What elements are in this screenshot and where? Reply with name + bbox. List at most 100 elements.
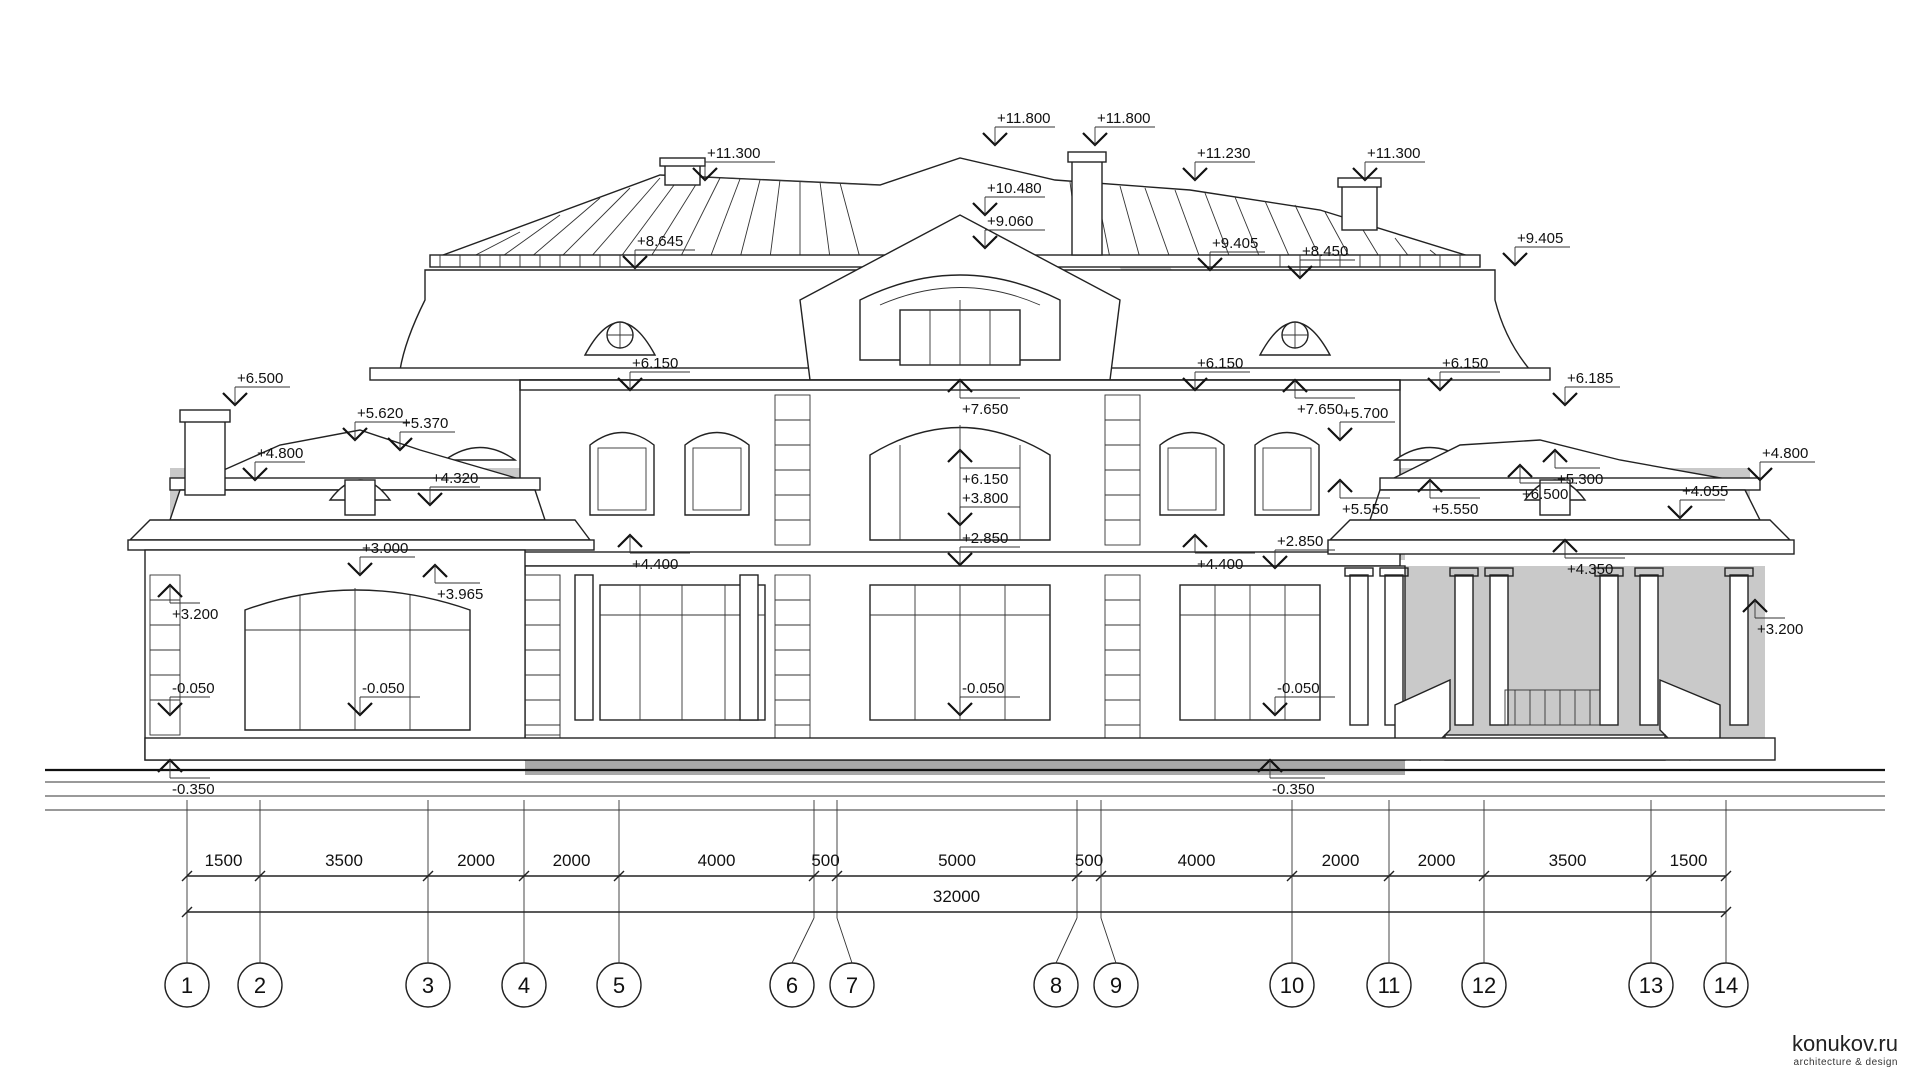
- axis-circle: [237, 962, 283, 1008]
- axis-marker: 2: [237, 962, 283, 1008]
- elevation-mark: +4.055: [1667, 483, 1728, 520]
- axis-circle: [1461, 962, 1507, 1008]
- elevation-mark: +6.185: [1552, 370, 1620, 407]
- dimension-label: 4000: [1178, 851, 1216, 870]
- elevation-mark: +5.620: [342, 405, 410, 442]
- axis-marker: 1: [164, 962, 210, 1008]
- elevation-mark: +6.150: [1182, 355, 1250, 392]
- elevation-label: +6.185: [1567, 370, 1613, 387]
- elevation-label: +9.405: [1212, 235, 1258, 252]
- elevation-label: +6.150: [632, 355, 678, 372]
- elevation-mark: +11.800: [1082, 110, 1155, 147]
- axis-marker: 10: [1269, 962, 1315, 1008]
- elevation-mark: +4.800: [1747, 445, 1815, 482]
- dimension-label: 4000: [698, 851, 736, 870]
- elevation-label: +3.200: [1757, 621, 1803, 638]
- axis-marker: 5: [596, 962, 642, 1008]
- axis-label: 7: [846, 973, 858, 998]
- elevation-mark: +10.480: [972, 180, 1045, 217]
- elevation-label: +2.850: [962, 530, 1008, 547]
- elevation-label: +6.150: [1442, 355, 1488, 372]
- elevation-label: +3.000: [362, 540, 408, 557]
- axis-circle: [1033, 962, 1079, 1008]
- axis-marker: 12: [1461, 962, 1507, 1008]
- elevation-mark: +3.800: [947, 490, 1020, 527]
- axis-label: 11: [1378, 973, 1401, 998]
- elevation-label: -0.050: [362, 680, 405, 697]
- axis-circle: [1093, 962, 1139, 1008]
- axis-circle: [596, 962, 642, 1008]
- elevation-label: +5.370: [402, 415, 448, 432]
- axis-marker: 4: [501, 962, 547, 1008]
- elevation-label: +3.965: [437, 586, 483, 603]
- axis-marker: 13: [1628, 962, 1674, 1008]
- elevation-label: +4.350: [1567, 561, 1613, 578]
- elevation-mark: +6.500: [1507, 463, 1575, 503]
- axis-label: 12: [1472, 973, 1496, 998]
- elevation-mark: +5.300: [1542, 448, 1603, 488]
- elevation-label: +5.550: [1432, 501, 1478, 518]
- elevation-mark: +2.850: [1262, 533, 1335, 570]
- axis-circle: [829, 962, 875, 1008]
- elevation-label: +6.150: [962, 471, 1008, 488]
- elevation-mark: -0.050: [1262, 680, 1335, 717]
- elevation-mark: +9.405: [1197, 235, 1265, 272]
- dimension-label: 1500: [1670, 851, 1708, 870]
- elevation-mark: +11.230: [1182, 145, 1255, 182]
- axis-leader: [791, 917, 815, 964]
- elevation-mark: +7.650: [1282, 378, 1355, 418]
- elevation-label: +9.405: [1517, 230, 1563, 247]
- elevation-label: +9.060: [987, 213, 1033, 230]
- elevation-label: +11.300: [1367, 145, 1421, 162]
- dimension-label: 5000: [938, 851, 976, 870]
- elevation-mark: +6.150: [947, 448, 1020, 488]
- elevation-label: -0.350: [172, 781, 215, 798]
- elevation-label: +7.650: [962, 401, 1008, 418]
- axis-circle: [1628, 962, 1674, 1008]
- elevation-marks: +11.300 +11.800 +11.800 +11.230 +11.300 +10.4…: [157, 110, 1815, 798]
- axis-leader: [1100, 917, 1117, 964]
- elevation-mark: -0.050: [157, 680, 215, 717]
- elevation-label: +4.400: [632, 556, 678, 573]
- elevation-label: +4.800: [1762, 445, 1808, 462]
- elevation-mark: +11.300: [692, 145, 775, 182]
- elevation-mark: +3.200: [157, 583, 218, 623]
- elevation-mark: +5.550: [1327, 478, 1390, 518]
- axis-label: 10: [1280, 973, 1304, 998]
- elevation-label: +4.800: [257, 445, 303, 462]
- elevation-mark: -0.050: [347, 680, 420, 717]
- elevation-mark: +9.060: [972, 213, 1045, 250]
- elevation-label: +3.800: [962, 490, 1008, 507]
- elevation-mark: +8.645: [622, 233, 695, 270]
- dimension-tick: [181, 906, 193, 918]
- elevation-label: +11.800: [997, 110, 1051, 127]
- elevation-mark: +4.350: [1552, 538, 1625, 578]
- elevation-mark: +11.300: [1352, 145, 1425, 182]
- dimension-label: 1500: [205, 851, 243, 870]
- elevation-label: +3.200: [172, 606, 218, 623]
- axis-circle: [1703, 962, 1749, 1008]
- elevation-label: -0.050: [1277, 680, 1320, 697]
- watermark: konukov.ru architecture & design: [1792, 1031, 1898, 1068]
- elevation-label: +4.055: [1682, 483, 1728, 500]
- mansard-level: [369, 214, 1551, 381]
- axis-label: 3: [422, 973, 434, 998]
- elevation-mark: +5.700: [1327, 405, 1395, 442]
- elevation-mark: +3.965: [422, 563, 483, 603]
- elevation-mark: -0.050: [947, 680, 1020, 717]
- elevation-mark: +6.150: [1427, 355, 1500, 392]
- total-dimension-label: 32000: [933, 887, 980, 906]
- dimension-label: 500: [1075, 851, 1103, 870]
- elevation-label: +4.320: [432, 470, 478, 487]
- dimension-label: 2000: [1418, 851, 1456, 870]
- axis-label: 14: [1714, 973, 1738, 998]
- dimension-label: 3500: [325, 851, 363, 870]
- elevation-mark: +7.650: [947, 378, 1020, 418]
- elevation-label: +4.400: [1197, 556, 1243, 573]
- elevation-label: +6.500: [237, 370, 283, 387]
- elevation-label: +5.700: [1342, 405, 1388, 422]
- axis-marker: 3: [405, 962, 451, 1008]
- axis-marker: 6: [769, 962, 815, 1008]
